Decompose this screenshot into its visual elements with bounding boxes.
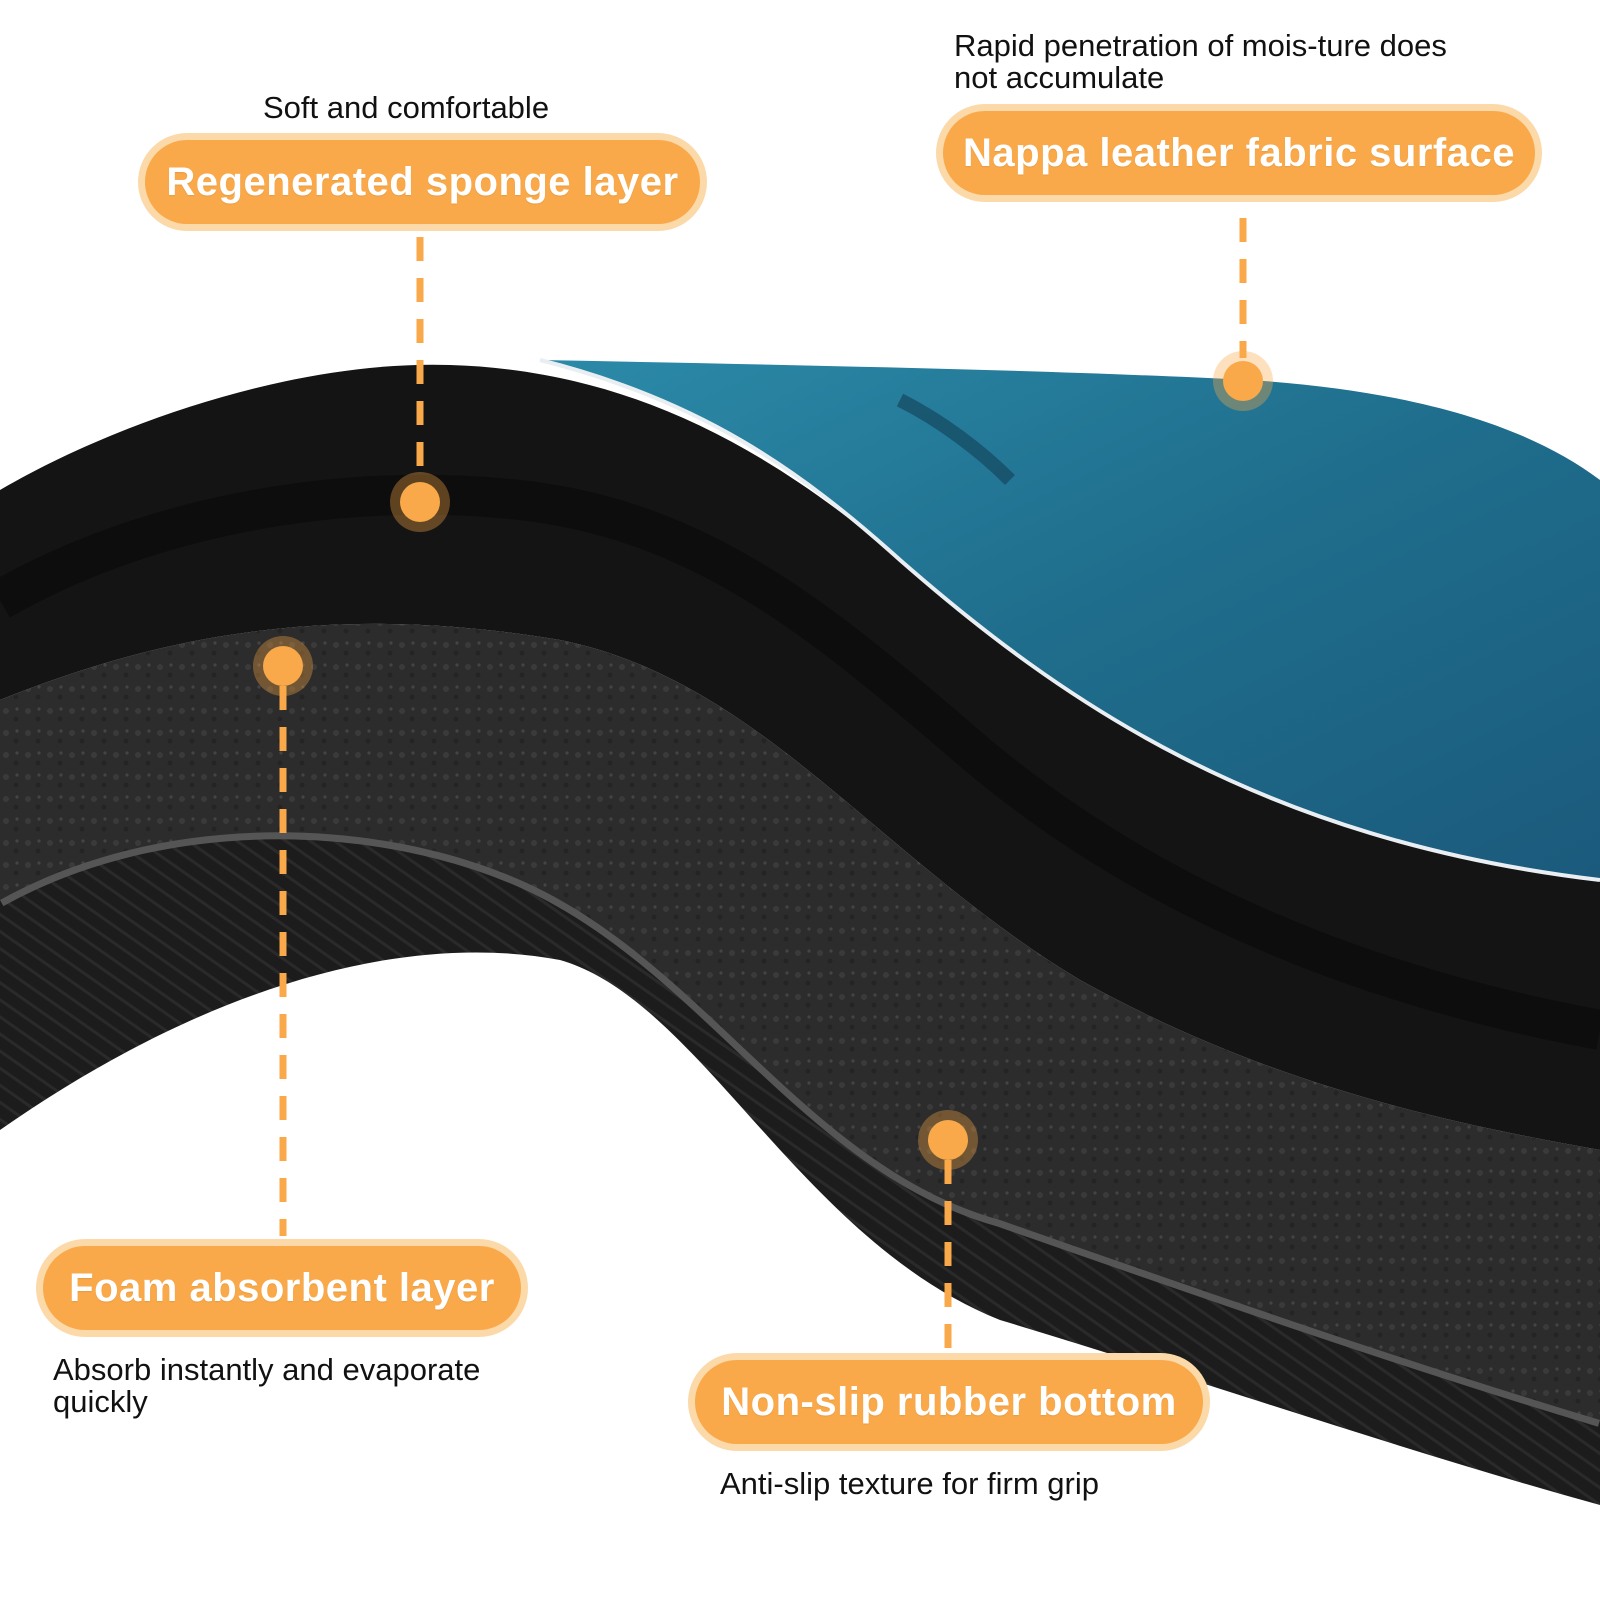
foam-layer: [0, 623, 1600, 1420]
rubber-caption: Anti-slip texture for firm grip: [720, 1468, 1180, 1500]
sponge-label-title: Regenerated sponge layer: [166, 159, 679, 204]
nappa-caption-line2: not accumulate: [954, 60, 1165, 95]
sponge-layer: [0, 364, 1600, 1150]
rubber-callout-dot: [918, 1110, 978, 1170]
foam-callout-dot: [253, 636, 313, 696]
nappa-caption-line1: Rapid penetration of mois-ture does: [954, 28, 1447, 63]
nappa-surface: [540, 360, 1600, 880]
rubber-layer: [0, 832, 1600, 1505]
foam-caption: Absorb instantly and evaporate quickly: [53, 1354, 573, 1418]
nappa-label-pill: Nappa leather fabric surface: [943, 111, 1535, 195]
nappa-caption: Rapid penetration of mois-ture does not …: [954, 30, 1554, 94]
sponge-inner-shadow: [0, 474, 1600, 1050]
rubber-caption-text: Anti-slip texture for firm grip: [720, 1466, 1099, 1501]
sponge-caption: Soft and comfortable: [263, 92, 583, 124]
sponge-callout-dot: [390, 472, 450, 532]
foam-label-title: Foam absorbent layer: [69, 1265, 495, 1310]
nappa-callout-dot: [1213, 351, 1273, 411]
foam-label-pill: Foam absorbent layer: [43, 1246, 521, 1330]
nappa-fold-shading: [896, 393, 1015, 485]
nappa-label-title: Nappa leather fabric surface: [963, 130, 1515, 175]
rubber-label-pill: Non-slip rubber bottom: [695, 1360, 1203, 1444]
sponge-caption-text: Soft and comfortable: [263, 90, 550, 125]
rubber-label-title: Non-slip rubber bottom: [721, 1379, 1177, 1424]
foam-caption-line1: Absorb instantly and evaporate: [53, 1352, 481, 1387]
sponge-label-pill: Regenerated sponge layer: [145, 140, 700, 224]
foam-caption-line2: quickly: [53, 1384, 148, 1419]
nappa-edge-highlight: [539, 358, 1600, 882]
